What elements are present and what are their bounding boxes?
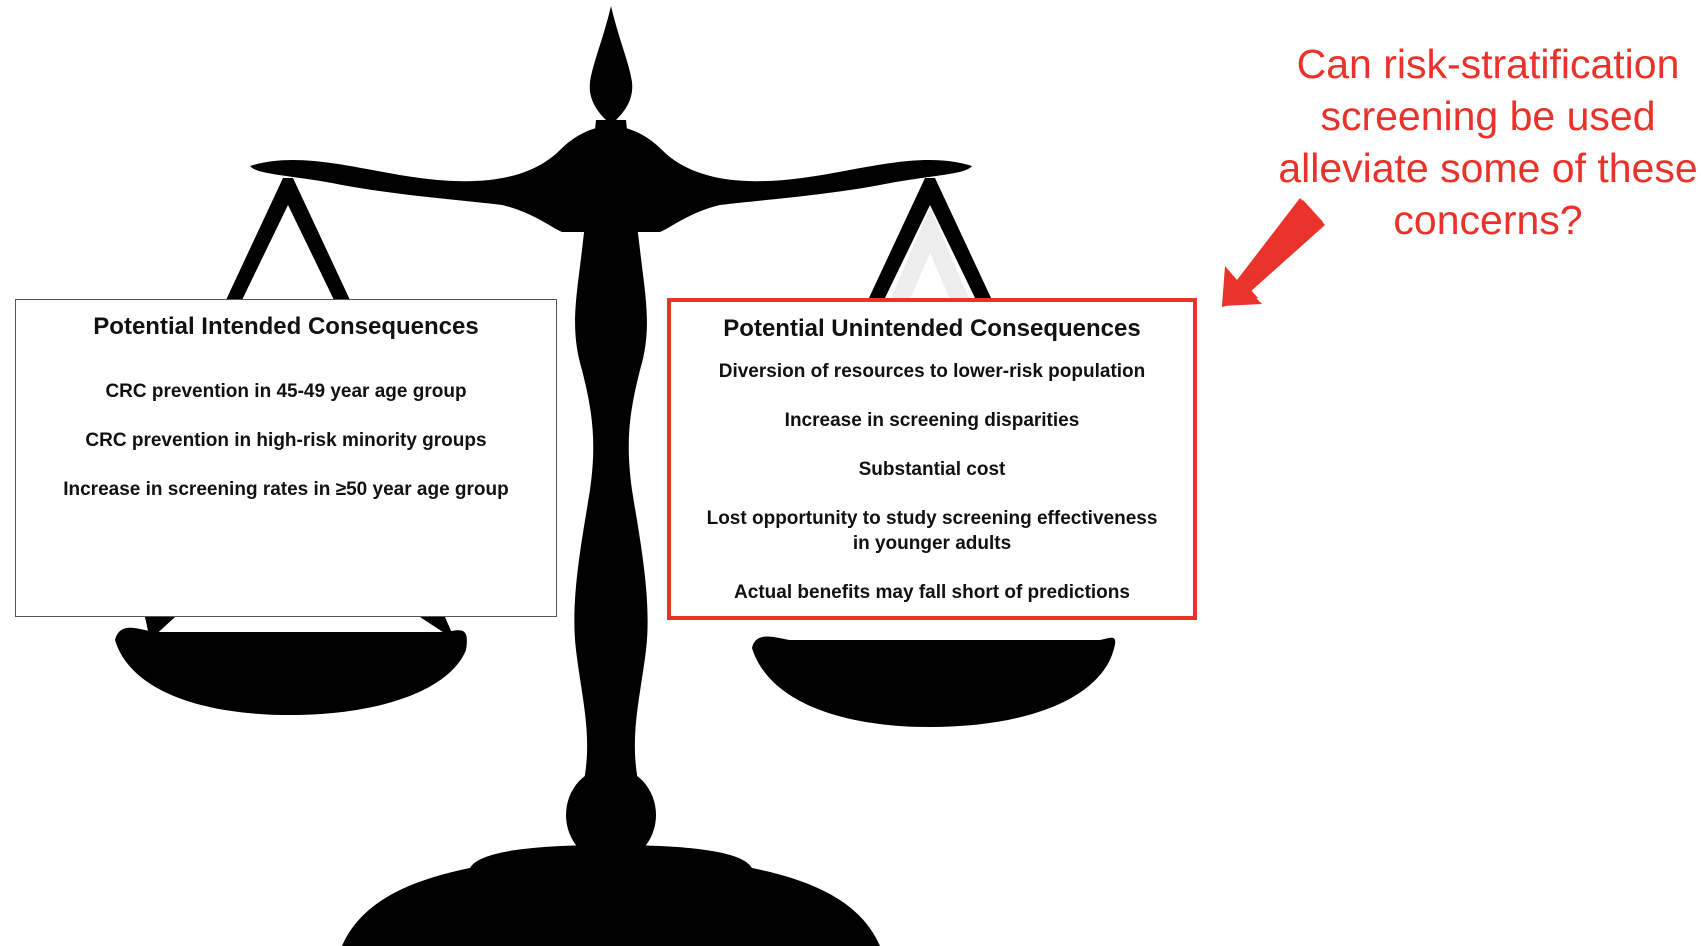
unintended-consequences-list: Diversion of resources to lower-risk pop… xyxy=(671,359,1193,605)
intended-consequences-box: Potential Intended Consequences CRC prev… xyxy=(15,299,557,617)
unintended-consequences-title: Potential Unintended Consequences xyxy=(723,315,1141,342)
list-item: Substantial cost xyxy=(858,459,1006,480)
list-item: CRC prevention in high-risk minority gro… xyxy=(85,430,487,451)
intended-consequences-title: Potential Intended Consequences xyxy=(93,313,479,340)
list-item: Diversion of resources to lower-risk pop… xyxy=(718,361,1146,382)
list-item: Increase in screening disparities xyxy=(784,410,1080,431)
list-item: Lost opportunity to study screening effe… xyxy=(706,508,1158,554)
unintended-consequences-box: Potential Unintended Consequences Divers… xyxy=(667,298,1197,620)
intended-consequences-list: CRC prevention in 45-49 year age group C… xyxy=(16,379,556,502)
list-item: Actual benefits may fall short of predic… xyxy=(734,582,1130,603)
list-item: Increase in screening rates in ≥50 year … xyxy=(63,479,509,500)
callout-question: Can risk-stratification screening be use… xyxy=(1278,41,1698,243)
list-item: CRC prevention in 45-49 year age group xyxy=(105,381,467,402)
